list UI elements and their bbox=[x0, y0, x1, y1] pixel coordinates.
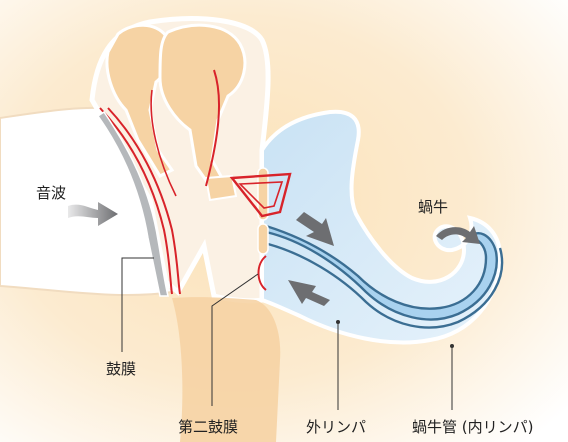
label-cochlea: 蝸牛 bbox=[418, 196, 448, 217]
label-cochlear-duct: 蝸牛管 (内リンパ) bbox=[412, 416, 533, 437]
stapes-head bbox=[206, 176, 236, 200]
leader-dot bbox=[450, 344, 454, 348]
leader-dot bbox=[336, 320, 340, 324]
label-sound-wave: 音波 bbox=[36, 182, 66, 203]
label-perilymph: 外リンパ bbox=[306, 416, 366, 437]
round-window-bone bbox=[258, 224, 268, 254]
label-eardrum: 鼓膜 bbox=[106, 358, 136, 379]
label-round-window: 第二鼓膜 bbox=[178, 416, 238, 437]
